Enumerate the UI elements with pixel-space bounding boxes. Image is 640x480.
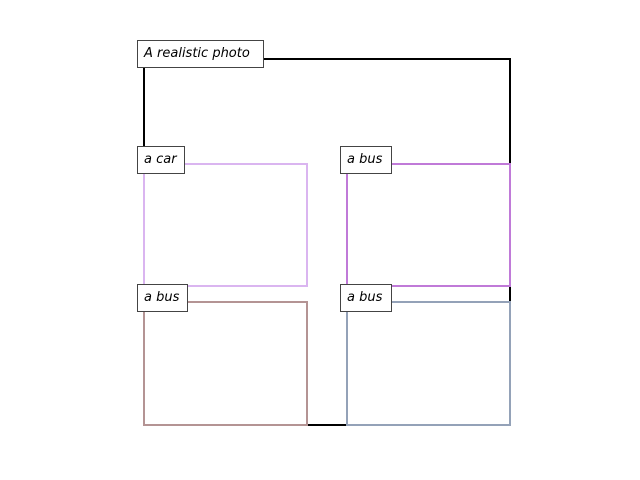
image-caption-label: A realistic photo	[137, 40, 264, 68]
bus-region-box-bottom-left	[143, 301, 308, 426]
bus-region-label-top-right: a bus	[340, 146, 392, 174]
bus-region-box-top-right	[346, 163, 511, 287]
bus-region-label-bottom-left: a bus	[137, 284, 188, 312]
bus-region-label-bottom-right: a bus	[340, 284, 392, 312]
bus-region-box-bottom-right	[346, 301, 511, 426]
car-region-box	[143, 163, 308, 287]
car-region-label: a car	[137, 146, 185, 174]
